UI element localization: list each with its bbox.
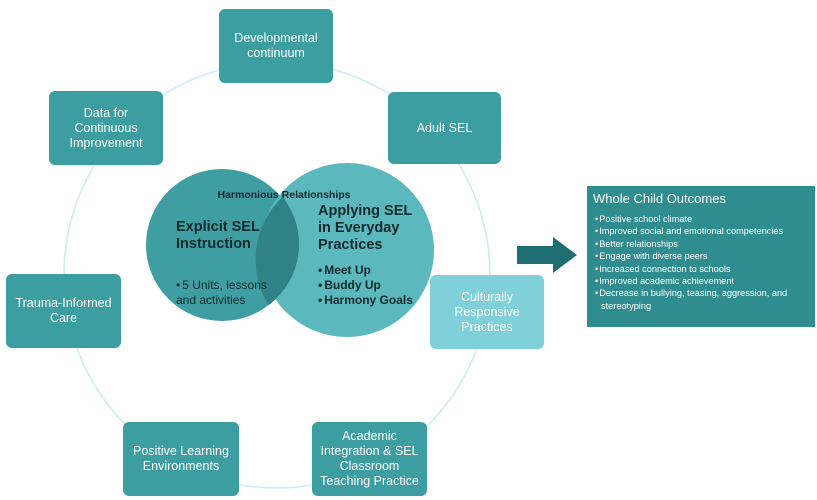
outcome-item: Engage with diverse peers [593, 250, 809, 262]
list-item: 5 Units, lessons and activities [176, 278, 276, 308]
explicit-sel-block: Explicit SEL Instruction 5 Units, lesson… [176, 219, 276, 323]
node-trauma-informed-care: Trauma-Informed Care [6, 274, 121, 348]
outcome-item: Increased connection to schools [593, 263, 809, 275]
applying-sel-heading: Applying SEL in Everyday Practices [318, 203, 413, 253]
outcome-item: Improved social and emotional competenci… [593, 225, 809, 237]
applying-sel-block: Applying SEL in Everyday Practices Meet … [318, 203, 428, 308]
explicit-sel-list: 5 Units, lessons and activities [176, 263, 276, 323]
node-developmental-continuum: Developmental continuum [219, 9, 333, 83]
outcomes-list: Positive school climate Improved social … [593, 213, 809, 312]
applying-sel-list: Meet Up Buddy Up Harmony Goals [318, 263, 428, 308]
outcome-item: Decrease in bullying, teasing, aggressio… [593, 287, 809, 312]
node-adult-sel: Adult SEL [388, 92, 501, 164]
outcome-item: Improved academic achievement [593, 275, 809, 287]
right-arrow-icon [517, 237, 577, 273]
node-academic-integration: Academic Integration & SEL Classroom Tea… [312, 422, 427, 496]
arrow-shape [517, 237, 577, 273]
node-data-continuous-improvement: Data for Continuous Improvement [49, 91, 163, 165]
list-item: Harmony Goals [318, 293, 428, 308]
node-positive-learning-environments: Positive Learning Environments [123, 422, 239, 496]
list-item: Meet Up [318, 263, 428, 278]
whole-child-outcomes-panel: Whole Child Outcomes Positive school cli… [587, 186, 815, 327]
list-item: Buddy Up [318, 278, 428, 293]
explicit-sel-heading: Explicit SEL Instruction [176, 219, 260, 252]
outcomes-title: Whole Child Outcomes [593, 191, 726, 206]
outcome-item: Positive school climate [593, 213, 809, 225]
outcome-item: Better relationships [593, 238, 809, 250]
harmonious-relationships-label: Harmonious Relationships [217, 189, 351, 201]
node-culturally-responsive-practices: Culturally Responsive Practices [430, 275, 544, 349]
